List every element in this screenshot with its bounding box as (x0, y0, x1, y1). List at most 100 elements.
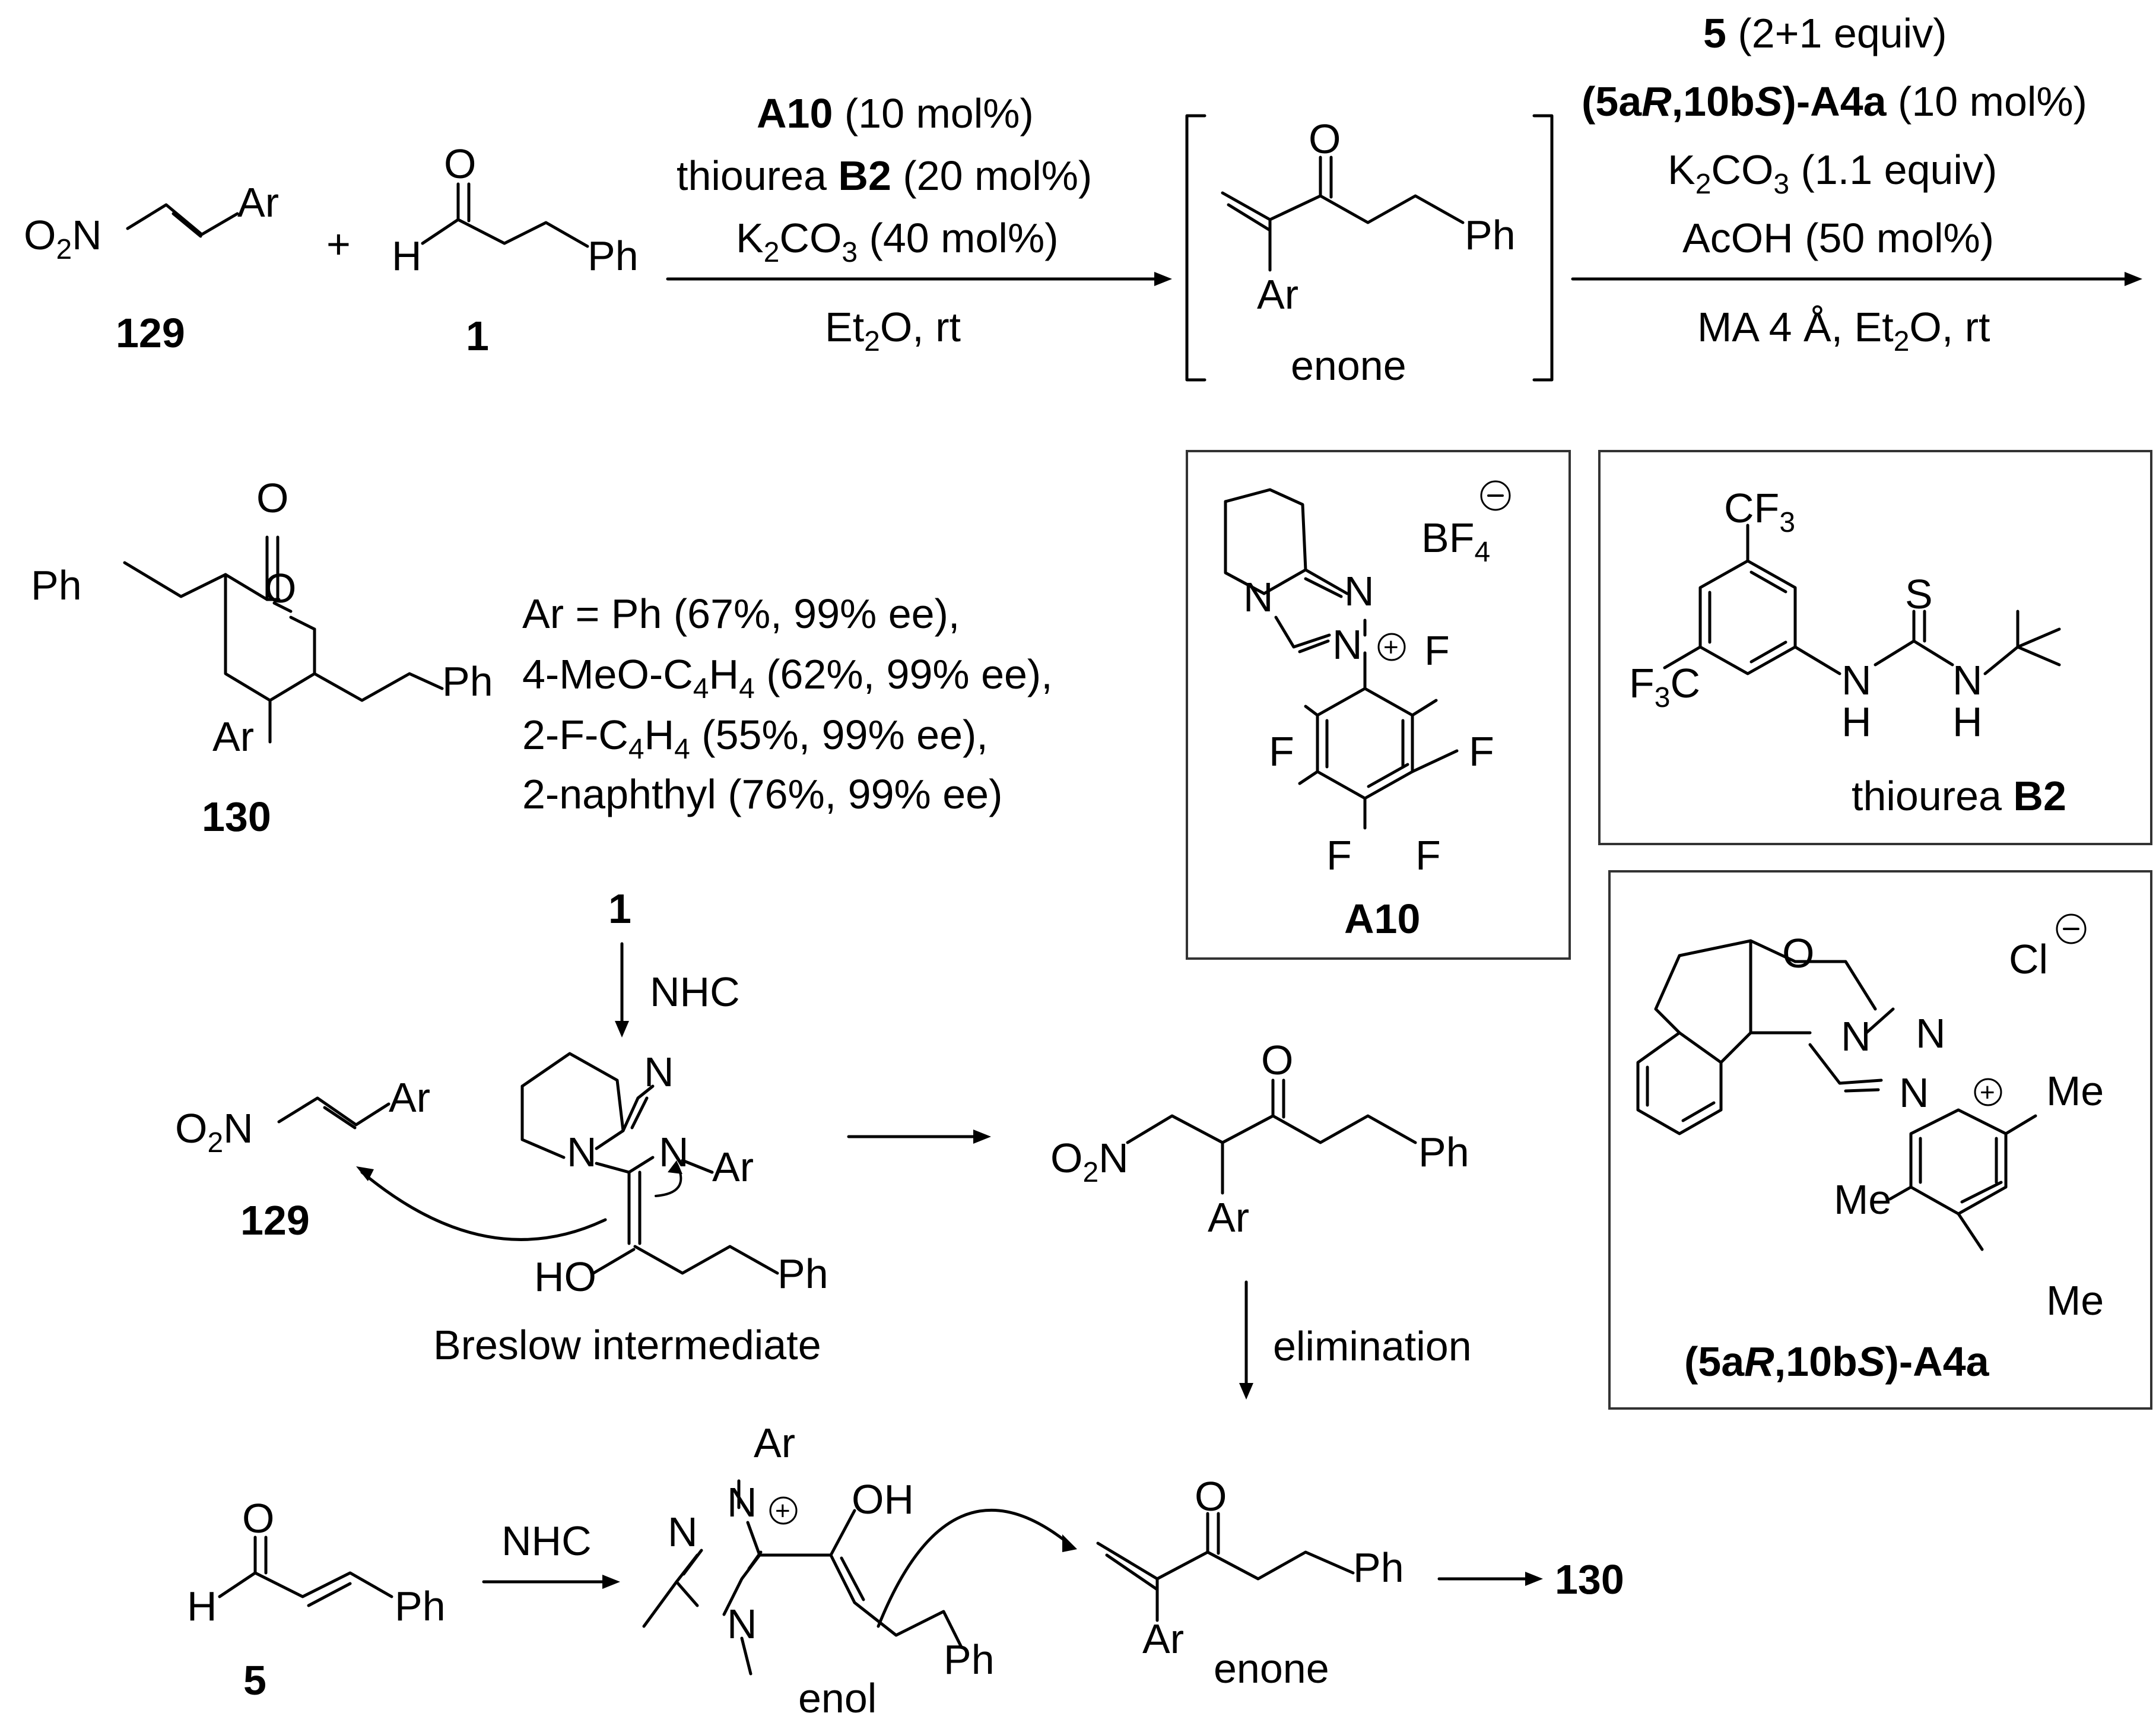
svg-text:NHC: NHC (650, 969, 740, 1015)
svg-text:Me: Me (2046, 1277, 2104, 1324)
arrow-step2: 5 (2+1 equiv) (5aR,10bS)-A4a (10 mol%) K… (1571, 10, 2142, 357)
svg-text:Ph: Ph (588, 233, 639, 279)
nitroalkene-129-top: O2N Ar 129 (24, 179, 279, 356)
michael-adduct: O2N O Ph Ar (1050, 1037, 1469, 1241)
enone-intermediate-bracket: O Ph Ar enone (1185, 114, 1554, 389)
svg-text:N: N (567, 1129, 597, 1175)
svg-text:Ph: Ph (442, 658, 493, 705)
svg-text:N: N (1243, 574, 1274, 620)
svg-text:130: 130 (1555, 1556, 1624, 1603)
svg-text:Ph: Ph (777, 1251, 828, 1297)
svg-text:O: O (444, 141, 476, 187)
arrow-nhc-2: NHC (482, 1518, 620, 1589)
svg-text:2-naphthyl (76%, 99% ee): 2-naphthyl (76%, 99% ee) (522, 771, 1002, 817)
svg-text:F: F (1326, 832, 1352, 878)
svg-text:K2CO3 (40 mol%): K2CO3 (40 mol%) (736, 215, 1059, 268)
svg-text:Ph: Ph (1353, 1544, 1404, 1591)
svg-text:elimination: elimination (1273, 1323, 1472, 1369)
enone-bottom: O Ph Ar enone (1096, 1473, 1404, 1692)
svg-text:Et2O, rt: Et2O, rt (825, 304, 961, 357)
svg-text:Ar: Ar (1142, 1616, 1184, 1662)
svg-text:H: H (187, 1583, 217, 1629)
svg-text:Ar: Ar (754, 1420, 795, 1466)
substrate-scope-list: Ar = Ph (67%, 99% ee), 4-MeO-C4H4 (62%, … (522, 591, 1053, 817)
svg-text:N: N (659, 1129, 689, 1175)
svg-text:thiourea B2 (20 mol%): thiourea B2 (20 mol%) (677, 153, 1092, 199)
svg-text:N: N (727, 1601, 757, 1647)
svg-text:Ph: Ph (1465, 212, 1516, 258)
svg-text:Ph: Ph (31, 562, 82, 608)
svg-text:F: F (1424, 627, 1450, 674)
svg-text:129: 129 (116, 310, 185, 356)
svg-text:BF4: BF4 (1421, 515, 1490, 568)
svg-text:OH: OH (852, 1476, 914, 1522)
aldehyde-1: H O Ph 1 (392, 141, 639, 359)
arrow-elimination: elimination (1239, 1280, 1472, 1400)
svg-text:F: F (1469, 728, 1494, 775)
svg-text:MA 4 Å, Et2O, rt: MA 4 Å, Et2O, rt (1697, 304, 1990, 357)
svg-text:O: O (242, 1495, 274, 1541)
svg-text:CF3: CF3 (1724, 485, 1795, 538)
svg-text:K2CO3 (1.1 equiv): K2CO3 (1.1 equiv) (1668, 147, 1997, 200)
svg-text:HO: HO (534, 1254, 596, 1300)
svg-text:O: O (1261, 1037, 1293, 1083)
curved-arrow-to-129 (356, 1166, 607, 1241)
svg-text:N: N (1841, 657, 1872, 703)
svg-text:thiourea B2: thiourea B2 (1852, 773, 2066, 819)
azolium-enol: + N N N Ar OH Ph enol (642, 1420, 1077, 1721)
arrow-to-michael-adduct (847, 1130, 991, 1144)
svg-text:5: 5 (243, 1657, 266, 1703)
svg-text:Breslow intermediate: Breslow intermediate (433, 1322, 821, 1368)
svg-text:N: N (1916, 1010, 1946, 1057)
svg-text:F: F (1269, 728, 1294, 775)
svg-text:+: + (1980, 1078, 1995, 1107)
svg-text:N: N (644, 1049, 674, 1095)
breslow-intermediate: N N N Ar HO Ph Breslow intermediate (433, 1049, 828, 1368)
svg-text:NHC: NHC (501, 1518, 592, 1564)
compound-1-label-mid: 1 (608, 886, 631, 932)
svg-text:+: + (1383, 633, 1399, 662)
lactone-130: O O Ph Ph Ar 130 (31, 475, 493, 840)
svg-text:F3C: F3C (1629, 660, 1700, 713)
svg-text:O2N: O2N (1050, 1135, 1129, 1188)
svg-text:enone: enone (1291, 342, 1406, 389)
thiourea-B2-box: CF3 F3C N H N H S thiourea B2 (1598, 450, 2152, 845)
svg-text:Me: Me (1834, 1176, 1891, 1223)
svg-text:Ar: Ar (212, 713, 254, 760)
svg-text:Ph: Ph (395, 1583, 446, 1629)
arrow-to-130: 130 (1437, 1556, 1624, 1603)
svg-text:O: O (256, 475, 288, 521)
svg-text:Ar = Ph (67%, 99% ee),: Ar = Ph (67%, 99% ee), (522, 591, 960, 637)
svg-text:Me: Me (2046, 1068, 2104, 1114)
svg-text:A10: A10 (1344, 896, 1420, 942)
svg-text:Ar: Ar (237, 179, 279, 226)
svg-text:enol: enol (798, 1675, 877, 1721)
svg-text:A10 (10 mol%): A10 (10 mol%) (757, 90, 1034, 137)
arrow-nhc-1: NHC (615, 942, 740, 1038)
svg-text:130: 130 (202, 794, 271, 840)
svg-text:+: + (775, 1496, 790, 1525)
svg-text:H: H (392, 233, 422, 279)
svg-text:O: O (1195, 1473, 1227, 1519)
svg-text:N: N (668, 1509, 698, 1555)
svg-text:5 (2+1 equiv): 5 (2+1 equiv) (1703, 10, 1947, 56)
svg-text:4-MeO-C4H4 (62%, 99% ee),: 4-MeO-C4H4 (62%, 99% ee), (522, 651, 1053, 705)
svg-text:enone: enone (1214, 1645, 1329, 1692)
svg-text:1: 1 (466, 313, 489, 359)
svg-text:Ph: Ph (1418, 1129, 1469, 1175)
nitroalkene-129-mid: O2N Ar 129 (175, 1074, 430, 1243)
svg-text:Ar: Ar (712, 1144, 754, 1190)
svg-text:N: N (1332, 621, 1363, 668)
svg-text:N: N (727, 1479, 757, 1525)
svg-text:O: O (1782, 930, 1814, 976)
svg-text:N: N (1841, 1013, 1871, 1059)
svg-text:O: O (1309, 116, 1341, 162)
svg-text:129: 129 (240, 1197, 310, 1243)
svg-text:(5aR,10bS)-A4a: (5aR,10bS)-A4a (1684, 1338, 1990, 1385)
catalyst-A10-box: + N N N F F F F F BF4 A10 (1186, 450, 1571, 960)
svg-text:Ar: Ar (1257, 271, 1298, 318)
svg-text:O2N: O2N (175, 1105, 253, 1159)
svg-text:N: N (1899, 1070, 1929, 1116)
catalyst-A4a-box: + O N N N Cl Me Me Me (5aR,10bS)-A4a (1608, 870, 2152, 1410)
svg-text:Ar: Ar (389, 1074, 430, 1121)
